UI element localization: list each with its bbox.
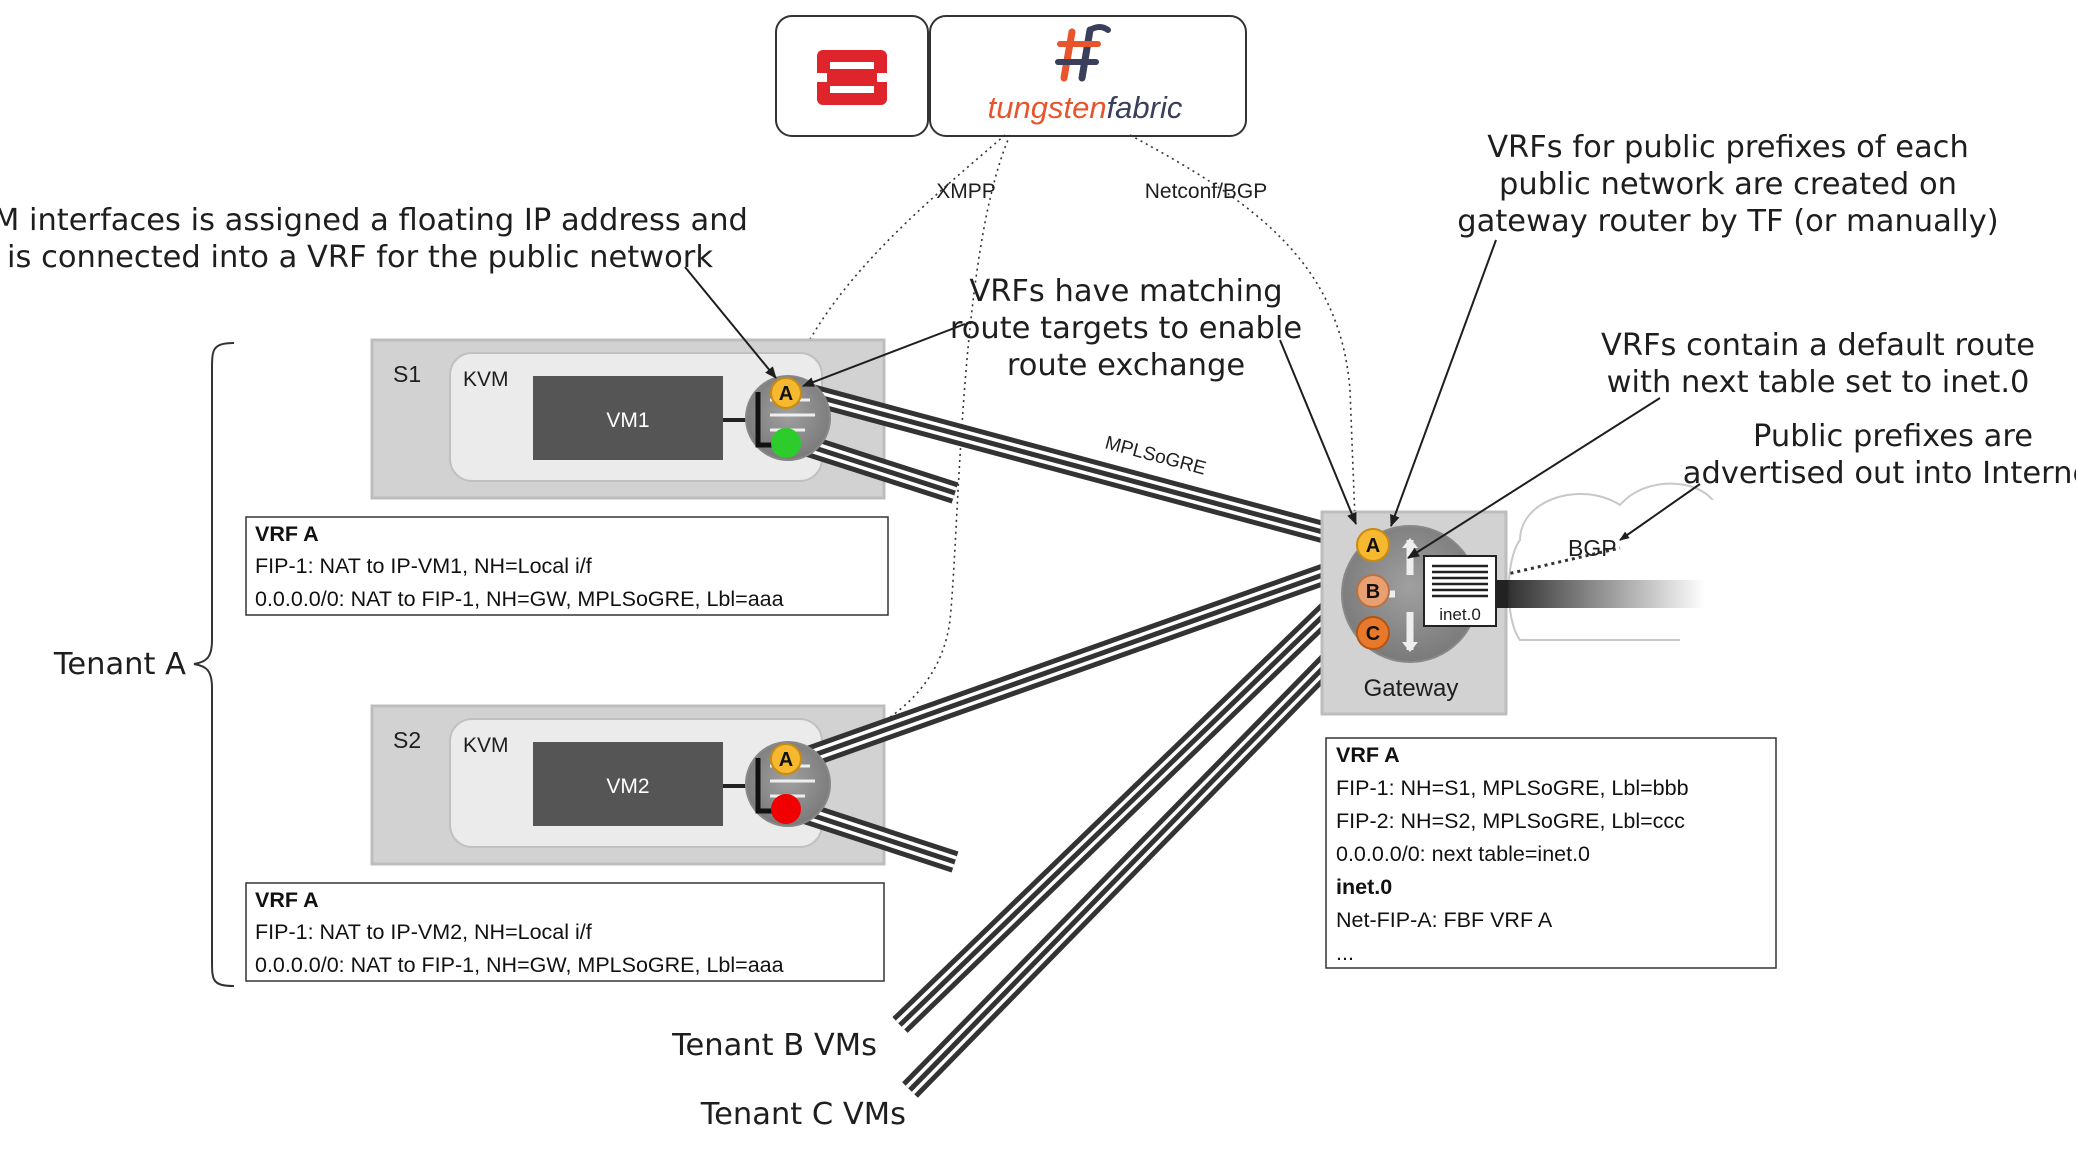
netconf-link — [1129, 134, 1356, 521]
kvm-s1-label: KVM — [463, 368, 509, 391]
kvm-s2-label: KVM — [463, 734, 509, 757]
xmpp-link-s1 — [789, 134, 1006, 381]
annotation-vrfs-default-line1: VRFs contain a default route — [1601, 328, 2035, 363]
vrf-a-badge-s2 — [770, 743, 802, 775]
tenant-c-label: Tenant C VMs — [700, 1097, 906, 1132]
vrf-table-gw-line2: FIP-2: NH=S2, MPLSoGRE, Lbl=ccc — [1336, 809, 1685, 833]
vrf-table-gw-title: VRF A — [1336, 743, 1400, 767]
gw-vrf-a-letter: A — [1366, 535, 1380, 557]
status-green-s1 — [771, 428, 801, 458]
annotation-vrfs-public: VRFs for public prefixes of each public … — [1390, 130, 1999, 527]
gw-vrf-b-badge — [1356, 574, 1390, 608]
vrf-a-letter-s2: A — [779, 749, 793, 771]
gw-vrf-c-badge — [1356, 616, 1390, 650]
gateway-router: Gateway A B C inet.0 — [1320, 510, 1508, 716]
gateway-uplink — [1496, 580, 1508, 608]
openstack-logo-box — [775, 15, 929, 137]
vrf-table-s1-line2: 0.0.0.0/0: NAT to FIP-1, NH=GW, MPLSoGRE… — [255, 587, 784, 611]
gw-vrf-b-letter: B — [1366, 581, 1380, 603]
data-plane-tunnels — [786, 381, 1378, 1098]
internet-cloud — [1505, 482, 1760, 660]
vm2-label: VM2 — [606, 775, 649, 798]
annotation-vrfs-matching-line2: route targets to enable — [950, 311, 1302, 346]
annotation-vrfs-public-line2: public network are created on — [1499, 167, 1957, 202]
gw-vrf-a-badge — [1356, 528, 1390, 562]
gw-vrf-c-letter: C — [1366, 623, 1380, 645]
annotation-vm-interfaces-line2: is connected into a VRF for the public n… — [7, 240, 713, 275]
tunnel-tenant-b — [892, 577, 1363, 1033]
vrf-table-gw-line4: Net-FIP-A: FBF VRF A — [1336, 908, 1553, 932]
vm1 — [533, 376, 723, 460]
vrouter-s1: A — [723, 375, 831, 461]
annotation-vrfs-matching-line1: VRFs have matching — [969, 274, 1282, 309]
status-red-s2 — [771, 794, 801, 824]
vrf-table-gw-line5: ... — [1336, 941, 1354, 965]
inet0-table: inet.0 — [1423, 555, 1497, 627]
server-s2-name: S2 — [393, 727, 421, 753]
annotation-public-prefixes-line1: Public prefixes are — [1753, 419, 2033, 454]
vrf-a-badge-s1 — [770, 377, 802, 409]
server-s2: S2 KVM VM2 — [370, 704, 886, 866]
tunnel-s2-gw — [796, 549, 1369, 771]
annotation-vrfs-public-line3: gateway router by TF (or manually) — [1457, 204, 1998, 239]
annotation-vrfs-matching-line3: route exchange — [1007, 348, 1245, 383]
brand-tungsten: tungsten — [988, 90, 1107, 125]
annotation-vm-interfaces-line1: VM interfaces is assigned a floating IP … — [0, 203, 748, 238]
bgp-session-line — [1489, 546, 1621, 580]
vrf-table-gw-title2: inet.0 — [1336, 875, 1392, 899]
tenant-a-brace — [193, 342, 235, 987]
vrf-table-gw-line1: FIP-1: NH=S1, MPLSoGRE, Lbl=bbb — [1336, 776, 1689, 800]
annotation-vrfs-default-line2: with next table set to inet.0 — [1607, 365, 2030, 400]
annotation-vrfs-matching: VRFs have matching route targets to enab… — [802, 274, 1357, 525]
xmpp-label: XMPP — [936, 180, 996, 203]
vrf-table-s2-line1: FIP-1: NAT to IP-VM2, NH=Local i/f — [255, 920, 592, 944]
vm1-label: VM1 — [606, 409, 649, 432]
vrf-table-s1-line1: FIP-1: NAT to IP-VM1, NH=Local i/f — [255, 554, 592, 578]
vrf-table-s2: VRF A FIP-1: NAT to IP-VM2, NH=Local i/f… — [245, 882, 885, 982]
tungstenfabric-logo-icon — [1055, 24, 1111, 82]
vrf-table-s1-title: VRF A — [255, 522, 319, 546]
tunnel-s1-gw — [797, 381, 1363, 553]
tenant-b-label: Tenant B VMs — [671, 1028, 877, 1063]
vm2 — [533, 742, 723, 826]
vrf-table-gateway: VRF A FIP-1: NH=S1, MPLSoGRE, Lbl=bbb FI… — [1325, 737, 1777, 969]
openstack-logo-icon — [817, 50, 887, 105]
annotation-public-prefixes-line2: advertised out into Internet — [1683, 456, 2076, 491]
netconf-bgp-label: Netconf/BGP — [1145, 180, 1268, 203]
tungstenfabric-logo-box: tungstenfabric — [929, 15, 1247, 137]
tunnel-s2-out — [786, 797, 959, 873]
annotation-public-prefixes: Public prefixes are advertised out into … — [1619, 419, 2076, 541]
bgp-label: BGP — [1568, 535, 1617, 561]
inet0-label: inet.0 — [1439, 605, 1481, 624]
vrf-table-s1: VRF A FIP-1: NAT to IP-VM1, NH=Local i/f… — [245, 516, 889, 616]
server-s1-name: S1 — [393, 361, 421, 387]
vrouter-s2: A — [723, 741, 831, 827]
brand-fabric: fabric — [1107, 90, 1183, 125]
annotation-vrfs-default: VRFs contain a default route with next t… — [1407, 328, 2035, 559]
vrf-a-letter-s1: A — [779, 383, 793, 405]
gateway-label: Gateway — [1364, 675, 1459, 702]
vrf-table-s2-line2: 0.0.0.0/0: NAT to FIP-1, NH=GW, MPLSoGRE… — [255, 953, 784, 977]
tenant-a-label: Tenant A — [53, 647, 186, 682]
vrf-table-s2-title: VRF A — [255, 888, 319, 912]
tunnel-tenant-c — [902, 612, 1378, 1098]
tungstenfabric-wordmark: tungstenfabric — [988, 90, 1183, 125]
vrf-table-gw-line3: 0.0.0.0/0: next table=inet.0 — [1336, 842, 1590, 866]
annotation-vm-interfaces: VM interfaces is assigned a floating IP … — [0, 203, 777, 379]
annotation-vrfs-public-line1: VRFs for public prefixes of each — [1487, 130, 1969, 165]
